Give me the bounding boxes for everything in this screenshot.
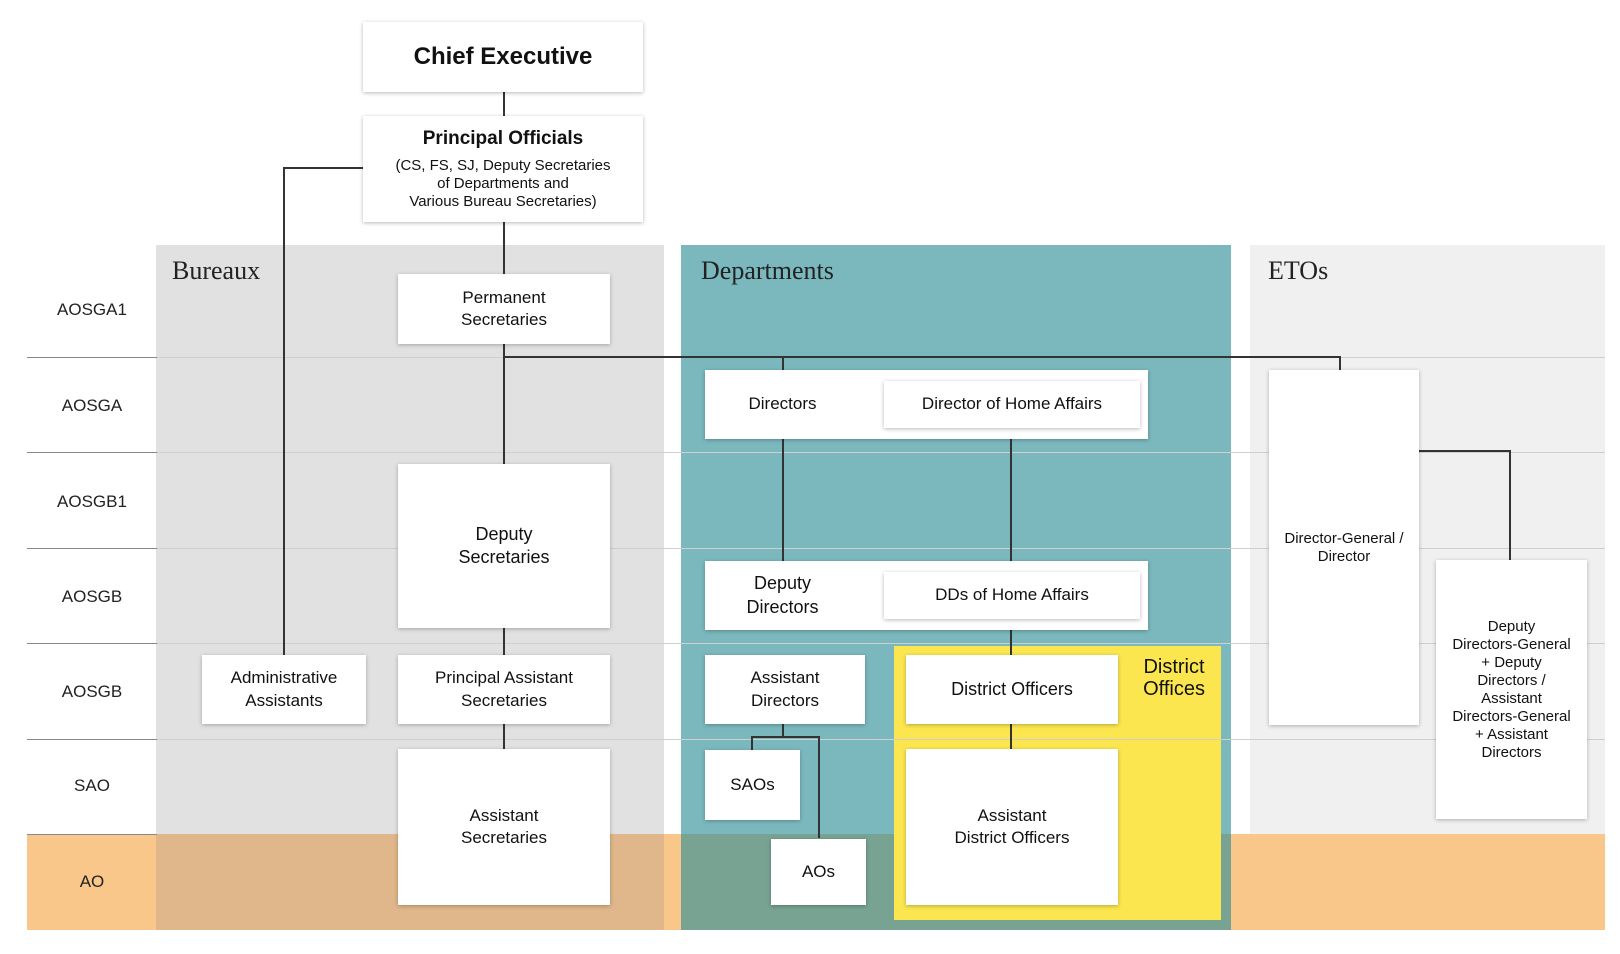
connector-line (283, 167, 285, 655)
administrative-assistants-card: Administrative Assistants (202, 655, 366, 724)
deputy-directors-label: Deputy Directors (746, 573, 819, 617)
directors-label: Directors (748, 394, 817, 414)
connector-line (782, 438, 784, 561)
principal-officials-title: Principal Officials (422, 127, 584, 149)
permanent-secretaries-card: Permanent Secretaries (398, 274, 610, 344)
connector-line (1010, 427, 1012, 565)
district-offices-label: District Offices (1143, 656, 1205, 700)
grade-label: AOSGB (61, 682, 123, 701)
deputy-secretaries-card: Deputy Secretaries (398, 464, 610, 628)
connector-line (503, 628, 505, 655)
row-divider (27, 452, 157, 453)
chief-executive-card: Chief Executive (363, 22, 643, 92)
grade-label: AO (79, 872, 105, 891)
grade-label: AOSGB1 (57, 492, 127, 511)
grade-label: AOSGB (61, 587, 123, 606)
etos-title: ETOs (1268, 256, 1329, 285)
connector-line (503, 356, 1340, 358)
row-divider (27, 548, 1605, 549)
connector-line (503, 222, 505, 274)
connector-line (503, 344, 505, 464)
connector-line (751, 736, 753, 750)
assistant-directors-card: Assistant Directors (705, 655, 865, 724)
connector-line (1417, 450, 1511, 452)
aos-card: AOs (771, 839, 866, 905)
saos-card: SAOs (705, 750, 800, 820)
assistant-secretaries-card: Assistant Secretaries (398, 749, 610, 905)
row-divider (27, 834, 157, 835)
connector-line (751, 736, 819, 738)
principal-assistant-secretaries-card: Principal Assistant Secretaries (398, 655, 610, 724)
connector-line (1010, 619, 1012, 655)
grade-label: SAO (74, 776, 110, 795)
assistant-district-officers-card: Assistant District Officers (906, 749, 1118, 905)
connector-line (782, 356, 784, 370)
connector-line (1509, 450, 1511, 560)
connector-line (283, 167, 363, 169)
row-divider (27, 357, 157, 358)
row-divider (27, 643, 1605, 644)
principal-officials-card: Principal Officials (CS, FS, SJ, Deputy … (363, 116, 643, 222)
row-divider (27, 643, 157, 644)
connector-line (818, 736, 820, 838)
principal-officials-subtitle: (CS, FS, SJ, Deputy Secretaries of Depar… (395, 157, 611, 211)
bureaux-title: Bureaux (172, 256, 261, 285)
dds-home-affairs-card: DDs of Home Affairs (884, 572, 1140, 619)
row-divider (27, 739, 157, 740)
eto-deputy-directors-card: Deputy Directors-General + Deputy Direct… (1436, 560, 1587, 819)
grade-label: AOSGA (61, 396, 123, 415)
row-divider (27, 739, 1605, 740)
chief-executive-title: Chief Executive (413, 43, 593, 71)
connector-line (782, 723, 784, 737)
district-officers-card: District Officers (906, 655, 1118, 724)
row-divider (27, 548, 157, 549)
connector-line (1010, 723, 1012, 749)
director-home-affairs-card: Director of Home Affairs (884, 381, 1140, 428)
grade-label: AOSGA1 (57, 300, 127, 319)
connector-line (503, 92, 505, 116)
connector-line (1339, 356, 1341, 370)
connector-line (503, 724, 505, 749)
departments-title: Departments (701, 256, 834, 285)
row-divider (27, 452, 1605, 453)
eto-director-general-card: Director-General / Director (1269, 370, 1419, 725)
